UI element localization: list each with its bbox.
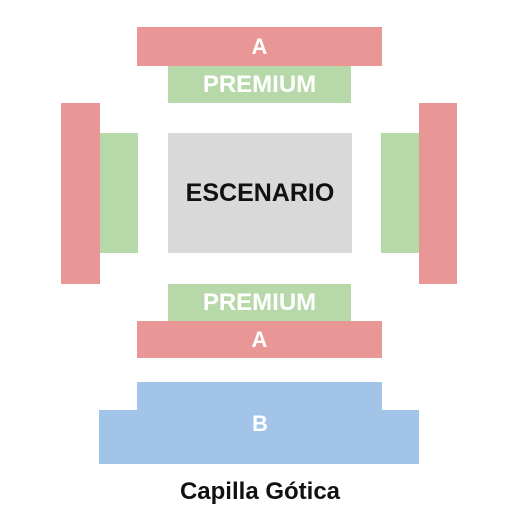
venue-name: Capilla Gótica	[179, 478, 341, 505]
section-side-right-outer[interactable]	[419, 103, 457, 284]
section-b-label: B	[252, 411, 268, 436]
section-side-left-inner[interactable]	[100, 133, 138, 253]
section-side-left-outer[interactable]	[61, 103, 100, 284]
section-b-shape[interactable]	[99, 382, 419, 464]
stage-label: ESCENARIO	[185, 178, 335, 207]
stage: ESCENARIO	[168, 133, 352, 253]
section-side-right-inner[interactable]	[381, 133, 419, 253]
